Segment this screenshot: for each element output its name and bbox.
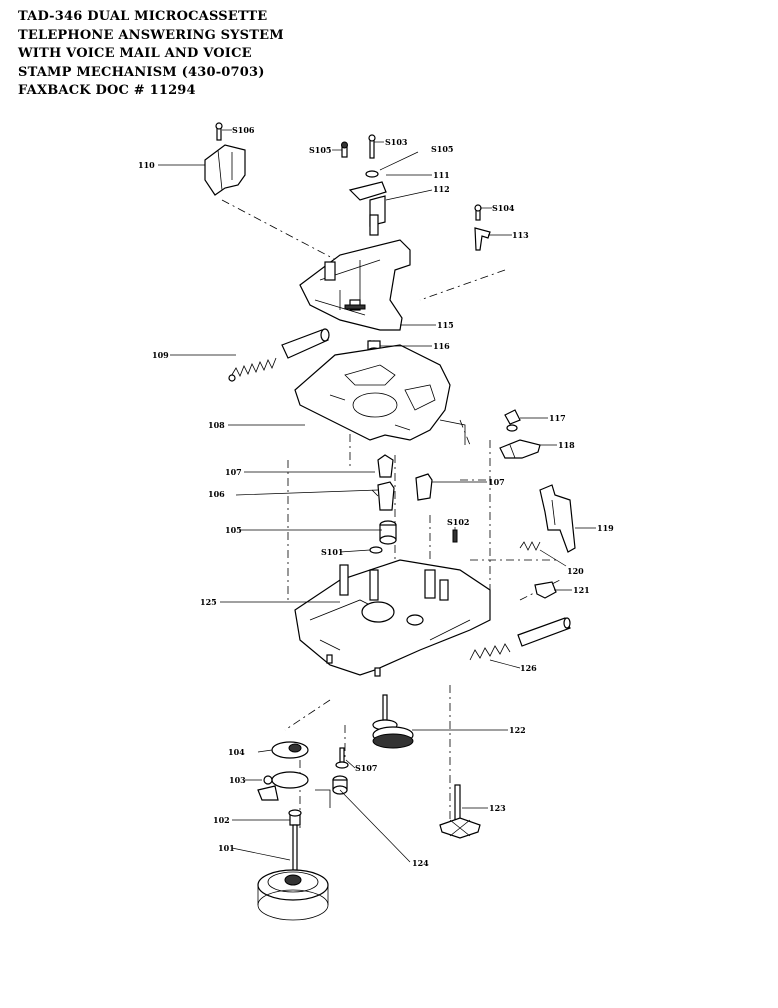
document-title: TAD-346 DUAL MICROCASSETTE TELEPHONE ANS… (18, 8, 284, 101)
label-118: 118 (558, 440, 575, 450)
label-107-right: 107 (488, 477, 505, 487)
label-108: 108 (208, 420, 225, 430)
title-line-4: STAMP MECHANISM (430-0703) (18, 64, 265, 80)
parts-111-112 (348, 170, 387, 236)
label-103: 103 (229, 775, 246, 785)
label-116: 116 (433, 341, 450, 351)
title-line-3: WITH VOICE MAIL AND VOICE (18, 46, 252, 61)
title-line-2: TELEPHONE ANSWERING SYSTEM (18, 27, 284, 43)
label-115: 115 (437, 320, 454, 330)
label-s103: S103 (385, 137, 408, 147)
label-113: 113 (512, 230, 529, 240)
label-s105-right: S105 (431, 144, 453, 154)
label-104: 104 (228, 747, 245, 757)
label-123: 123 (489, 803, 506, 813)
label-119: 119 (597, 523, 614, 533)
parts-119-121 (519, 484, 576, 599)
label-s106: S106 (232, 125, 255, 135)
leader-lines (158, 129, 596, 863)
part-labels: S106 110 S105 S103 S105 111 112 S104 113… (138, 125, 614, 868)
assembly-lines (221, 199, 561, 830)
label-126: 126 (520, 663, 537, 673)
label-s101: S101 (321, 547, 343, 557)
label-109: 109 (152, 350, 169, 360)
label-s107: S107 (355, 763, 377, 773)
part-125-main-chassis (294, 559, 491, 677)
title-line-1: TAD-346 DUAL MICROCASSETTE (18, 9, 268, 24)
parts-105-107-posts (369, 454, 458, 554)
part-115-head-frame (299, 239, 411, 331)
label-107-left: 107 (225, 467, 242, 477)
parts-s107-124 (315, 747, 349, 808)
label-124: 124 (412, 858, 429, 868)
top-screws (341, 134, 491, 251)
label-125: 125 (200, 597, 217, 607)
label-110-top: 110 (138, 160, 155, 170)
label-122: 122 (509, 725, 526, 735)
label-101: 101 (218, 843, 235, 853)
part-110-top-bracket (204, 122, 246, 196)
label-106: 106 (208, 489, 225, 499)
label-105: 105 (225, 525, 242, 535)
label-112: 112 (433, 184, 450, 194)
part-108-base-plate (294, 344, 466, 445)
title-line-5: FAXBACK DOC # 11294 (18, 83, 196, 98)
label-s105-left: S105 (309, 145, 331, 155)
label-120: 120 (567, 566, 584, 576)
label-121: 121 (573, 585, 590, 595)
label-117: 117 (549, 413, 566, 423)
label-s104: S104 (492, 203, 515, 213)
parts-101-104-reel (257, 741, 329, 921)
part-126-spring-rod (469, 617, 571, 661)
label-111: 111 (433, 170, 450, 180)
parts-117-118 (499, 409, 541, 459)
label-s102: S102 (447, 517, 469, 527)
label-102: 102 (213, 815, 230, 825)
part-109-spring-rod (228, 328, 330, 382)
part-123-spindle (439, 784, 481, 839)
part-122-pulley (372, 694, 414, 749)
